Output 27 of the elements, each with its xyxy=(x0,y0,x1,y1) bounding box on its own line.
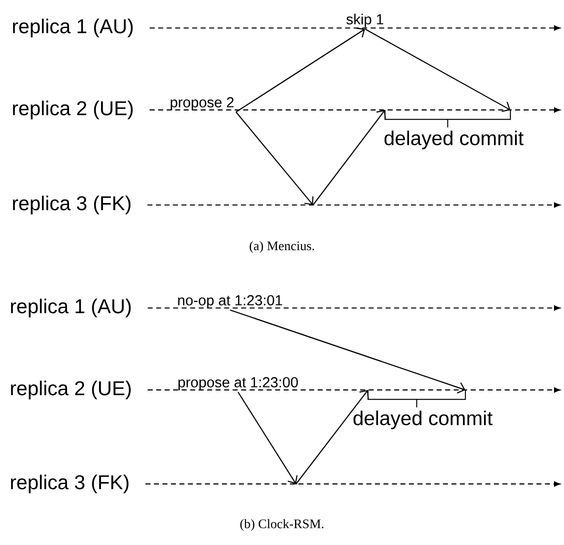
message-arrow xyxy=(296,390,369,484)
timeline-arrow xyxy=(150,25,560,31)
timeline-arrow xyxy=(145,481,560,487)
event-label: propose at 1:23:00 xyxy=(178,377,298,390)
caption: (a) Mencius. xyxy=(250,241,314,253)
message-arrow xyxy=(364,28,510,112)
replica-label: replica 3 (FK) xyxy=(13,196,130,214)
replica-label: replica 2 (UE) xyxy=(11,380,131,400)
replica-label: replica 1 (AU) xyxy=(13,18,133,38)
caption: (b) Clock-RSM. xyxy=(240,519,324,531)
timeline-arrow xyxy=(148,305,560,311)
event-label: propose 2 xyxy=(170,97,234,110)
message-arrow xyxy=(312,110,386,206)
message-arrow xyxy=(236,28,365,112)
replica-label: replica 3 (FK) xyxy=(11,474,128,494)
event-label: skip 1 xyxy=(346,14,384,28)
brace: delayed commit xyxy=(354,389,493,430)
brace: delayed commit xyxy=(384,109,524,150)
timeline-arrow xyxy=(150,107,560,113)
timeline-arrow xyxy=(148,387,560,393)
replica-label: replica 2 (UE) xyxy=(13,100,133,120)
event-label: no-op at 1:23:01 xyxy=(178,295,282,308)
message-arrow xyxy=(236,112,314,205)
message-arrow xyxy=(238,392,298,484)
timeline-arrow xyxy=(147,202,560,208)
message-arrow xyxy=(230,309,466,394)
replica-label: replica 1 (AU) xyxy=(11,298,131,318)
